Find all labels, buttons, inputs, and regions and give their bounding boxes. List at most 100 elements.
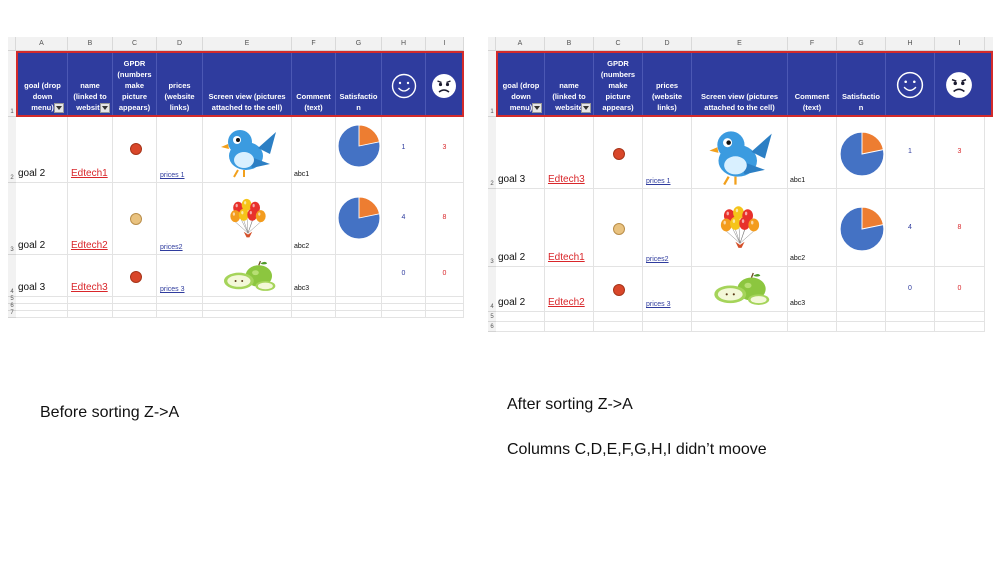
header-screen-view[interactable]: Screen view (pictures attached to the ce… <box>692 53 788 115</box>
cell-happy-count[interactable]: 0 <box>382 255 426 297</box>
name-link[interactable]: Edtech3 <box>548 174 585 185</box>
name-link[interactable]: Edtech2 <box>548 297 585 308</box>
empty-cell[interactable] <box>692 312 788 322</box>
col-header-c[interactable]: C <box>594 37 643 50</box>
cell-satisfaction[interactable] <box>336 183 382 255</box>
header-name[interactable]: name (linked to website <box>68 53 113 115</box>
cell-satisfaction[interactable] <box>336 255 382 297</box>
empty-cell[interactable] <box>157 304 203 311</box>
cell-goal[interactable]: goal 3 <box>16 255 68 297</box>
empty-cell[interactable] <box>336 297 382 304</box>
prices-link[interactable]: prices 3 <box>160 286 185 293</box>
empty-cell[interactable] <box>68 297 113 304</box>
balloons-picture[interactable] <box>714 195 766 261</box>
cell-happy-count[interactable]: 1 <box>886 117 935 189</box>
empty-cell[interactable] <box>382 311 426 318</box>
prices-link[interactable]: prices 1 <box>646 178 671 185</box>
cell-screen-view[interactable] <box>203 183 292 255</box>
empty-cell[interactable] <box>203 297 292 304</box>
cell-comment[interactable]: abc2 <box>788 189 837 267</box>
header-satisfaction[interactable]: Satisfactio n <box>837 53 886 115</box>
cell-screen-view[interactable] <box>203 117 292 183</box>
satisfaction-pie[interactable] <box>839 206 885 252</box>
cell-happy-count[interactable]: 1 <box>382 117 426 183</box>
cell-name[interactable]: Edtech1 <box>68 117 113 183</box>
col-header-e[interactable]: E <box>692 37 788 50</box>
col-header-g[interactable]: G <box>837 37 886 50</box>
header-goal[interactable]: goal (drop down menu) <box>498 53 545 115</box>
cell-prices[interactable]: prices2 <box>157 183 203 255</box>
row-number[interactable]: 6 <box>488 322 496 332</box>
empty-cell[interactable] <box>157 297 203 304</box>
header-sad[interactable] <box>935 53 981 115</box>
header-goal[interactable]: goal (drop down menu) <box>18 53 68 115</box>
cell-comment[interactable]: abc3 <box>292 255 336 297</box>
header-happy[interactable] <box>382 53 426 115</box>
header-comment[interactable]: Comment (text) <box>292 53 336 115</box>
header-name[interactable]: name (linked to website <box>545 53 594 115</box>
empty-cell[interactable] <box>643 322 692 332</box>
header-happy[interactable] <box>886 53 935 115</box>
name-link[interactable]: Edtech1 <box>548 252 585 263</box>
empty-cell[interactable] <box>113 304 157 311</box>
filter-dropdown-icon[interactable] <box>581 103 591 113</box>
col-header-i[interactable]: I <box>935 37 985 50</box>
header-gpdr[interactable]: GPDR (numbers make picture appears) <box>594 53 643 115</box>
col-header-b[interactable]: B <box>545 37 594 50</box>
cell-satisfaction[interactable] <box>837 189 886 267</box>
empty-cell[interactable] <box>643 312 692 322</box>
cell-screen-view[interactable] <box>692 189 788 267</box>
apples-picture[interactable] <box>219 258 277 294</box>
cell-sad-count[interactable]: 8 <box>426 183 464 255</box>
header-prices[interactable]: prices (website links) <box>643 53 692 115</box>
empty-cell[interactable] <box>788 322 837 332</box>
cell-sad-count[interactable]: 8 <box>935 189 985 267</box>
empty-cell[interactable] <box>382 304 426 311</box>
empty-cell[interactable] <box>16 304 68 311</box>
empty-cell[interactable] <box>68 304 113 311</box>
header-gpdr[interactable]: GPDR (numbers make picture appears) <box>113 53 157 115</box>
empty-cell[interactable] <box>203 311 292 318</box>
col-header-h[interactable]: H <box>886 37 935 50</box>
filter-dropdown-icon[interactable] <box>100 103 110 113</box>
col-header-c[interactable]: C <box>113 37 157 50</box>
empty-cell[interactable] <box>426 297 464 304</box>
cell-goal[interactable]: goal 2 <box>496 267 545 312</box>
row-number[interactable]: 1 <box>488 51 496 117</box>
empty-cell[interactable] <box>203 304 292 311</box>
prices-link[interactable]: prices2 <box>646 256 669 263</box>
empty-cell[interactable] <box>292 297 336 304</box>
col-header-f[interactable]: F <box>292 37 336 50</box>
empty-cell[interactable] <box>594 322 643 332</box>
cell-name[interactable]: Edtech1 <box>545 189 594 267</box>
empty-cell[interactable] <box>157 311 203 318</box>
bird-picture[interactable] <box>217 120 279 180</box>
cell-goal[interactable]: goal 3 <box>496 117 545 189</box>
empty-cell[interactable] <box>692 322 788 332</box>
col-header-d[interactable]: D <box>643 37 692 50</box>
corner-cell[interactable] <box>488 37 496 50</box>
row-number[interactable]: 3 <box>488 189 496 267</box>
cell-sad-count[interactable]: 3 <box>935 117 985 189</box>
cell-satisfaction[interactable] <box>336 117 382 183</box>
bird-picture[interactable] <box>705 120 775 188</box>
header-comment[interactable]: Comment (text) <box>788 53 837 115</box>
empty-cell[interactable] <box>68 311 113 318</box>
name-link[interactable]: Edtech1 <box>71 168 108 179</box>
satisfaction-pie[interactable] <box>337 196 381 240</box>
header-satisfaction[interactable]: Satisfactio n <box>336 53 382 115</box>
cell-sad-count[interactable]: 3 <box>426 117 464 183</box>
sort-dropdown-icon[interactable] <box>532 103 542 113</box>
empty-cell[interactable] <box>886 322 935 332</box>
empty-cell[interactable] <box>545 312 594 322</box>
empty-cell[interactable] <box>545 322 594 332</box>
empty-cell[interactable] <box>292 304 336 311</box>
cell-comment[interactable]: abc3 <box>788 267 837 312</box>
cell-gpdr[interactable] <box>113 255 157 297</box>
row-number[interactable]: 2 <box>488 117 496 189</box>
cell-comment[interactable]: abc1 <box>788 117 837 189</box>
cell-prices[interactable]: prices 3 <box>643 267 692 312</box>
row-number[interactable]: 6 <box>8 303 16 311</box>
cell-screen-view[interactable] <box>692 117 788 189</box>
cell-happy-count[interactable]: 0 <box>886 267 935 312</box>
